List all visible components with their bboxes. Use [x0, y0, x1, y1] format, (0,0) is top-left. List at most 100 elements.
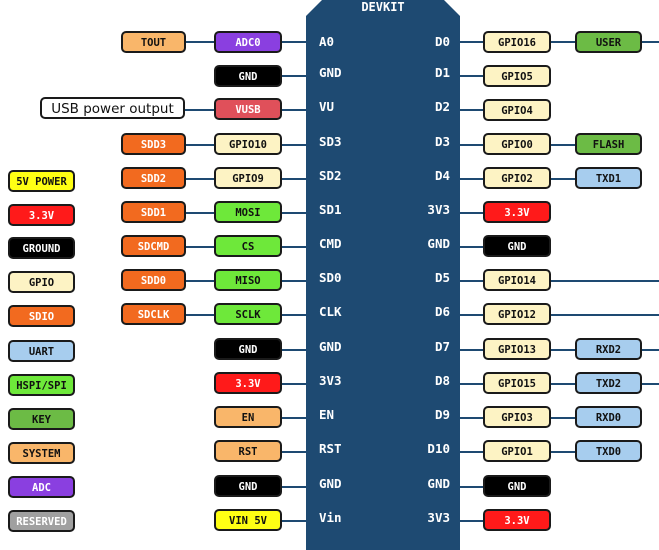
pin-function-gpio13: GPIO13 [483, 338, 551, 360]
board-pin-sd2: SD2 [319, 168, 342, 183]
board-pin-d9: D9 [434, 407, 450, 422]
board-pin-d10: D10 [427, 441, 450, 456]
board-pin-sd1: SD1 [319, 202, 342, 217]
pin-function-mosi: MOSI [214, 201, 282, 223]
pin-function-3v3: 3.3V [214, 372, 282, 394]
connector-line [280, 349, 310, 351]
legend-sdio: SDIO [8, 305, 75, 327]
pin-function-miso: MISO [214, 269, 282, 291]
connector-line [456, 246, 486, 248]
pin-function-gpio5: GPIO5 [483, 65, 551, 87]
board-pin-vin: Vin [319, 510, 342, 525]
pin-function-tout: TOUT [121, 31, 186, 53]
pin-function-gnd: GND [483, 235, 551, 257]
pin-function-flash: FLASH [575, 133, 642, 155]
pin-function-gpio2: GPIO2 [483, 167, 551, 189]
pin-function-3v3: 3.3V [483, 509, 551, 531]
pin-function-sdd3: SDD3 [121, 133, 186, 155]
board-pin-3v3: 3V3 [427, 202, 450, 217]
pin-function-gnd: GND [483, 475, 551, 497]
pin-function-txd2: TXD2 [575, 372, 642, 394]
pin-function-cs: CS [214, 235, 282, 257]
legend-3v3: 3.3V [8, 204, 75, 226]
pin-function-vin-5v: VIN 5V [214, 509, 282, 531]
pin-function-gpio0: GPIO0 [483, 133, 551, 155]
connector-line [456, 75, 486, 77]
board-pin-d7: D7 [434, 339, 450, 354]
board-pin-d3: D3 [434, 134, 450, 149]
legend-system: SYSTEM [8, 442, 75, 464]
connector-line [280, 383, 310, 385]
board-pin-d6: D6 [434, 304, 450, 319]
connector-line [456, 212, 486, 214]
board-pin-gnd: GND [427, 236, 450, 251]
connector-line [456, 314, 659, 316]
pin-function-gpio12: GPIO12 [483, 303, 551, 325]
pin-function-txd0: TXD0 [575, 440, 642, 462]
board-pin-d8: D8 [434, 373, 450, 388]
connector-line [280, 486, 310, 488]
board-pin-a0: A0 [319, 34, 335, 49]
connector-line [456, 383, 659, 385]
connector-line [456, 520, 486, 522]
connector-line [280, 451, 310, 453]
pin-function-gpio10: GPIO10 [214, 133, 282, 155]
pin-function-rxd0: RXD0 [575, 406, 642, 428]
pin-function-sdclk: SDCLK [121, 303, 186, 325]
pin-function-adc0: ADC0 [214, 31, 282, 53]
connector-line [456, 349, 659, 351]
board-pin-d0: D0 [434, 34, 450, 49]
pin-function-vusb: VUSB [214, 98, 282, 120]
connector-line [456, 280, 659, 282]
board-title: DEVKIT [361, 0, 405, 14]
pin-function-sclk: SCLK [214, 303, 282, 325]
pin-function-rst: RST [214, 440, 282, 462]
pin-function-gpio16: GPIO16 [483, 31, 551, 53]
connector-line [280, 520, 310, 522]
connector-line [280, 417, 310, 419]
pin-function-gnd: GND [214, 475, 282, 497]
board-pin-clk: CLK [319, 304, 342, 319]
board-pin-sd0: SD0 [319, 270, 342, 285]
connector-line [280, 75, 310, 77]
board-pin-gnd: GND [319, 339, 342, 354]
board-pin-d4: D4 [434, 168, 450, 183]
board-pin-gnd: GND [319, 476, 342, 491]
connector-line [456, 486, 486, 488]
legend-adc: ADC [8, 476, 75, 498]
pin-function-sdd2: SDD2 [121, 167, 186, 189]
usb-power-output-label: USB power output [40, 97, 185, 119]
pin-function-gpio1: GPIO1 [483, 440, 551, 462]
board-pin-d1: D1 [434, 65, 450, 80]
pin-function-sdd0: SDD0 [121, 269, 186, 291]
pin-function-gpio9: GPIO9 [214, 167, 282, 189]
board-pin-d5: D5 [434, 270, 450, 285]
connector-line [456, 41, 659, 43]
board-pin-cmd: CMD [319, 236, 342, 251]
board-pin-3v3: 3V3 [319, 373, 342, 388]
board-pin-gnd: GND [427, 476, 450, 491]
connector-line [456, 109, 486, 111]
pin-function-3v3: 3.3V [483, 201, 551, 223]
pin-function-gpio3: GPIO3 [483, 406, 551, 428]
devkit-board [306, 0, 460, 550]
pin-function-sdd1: SDD1 [121, 201, 186, 223]
board-pin-sd3: SD3 [319, 134, 342, 149]
legend-reserved: RESERVED [8, 510, 75, 532]
board-pin-en: EN [319, 407, 335, 422]
board-pin-gnd: GND [319, 65, 342, 80]
legend-5v-power: 5V POWER [8, 170, 75, 192]
pin-function-gnd: GND [214, 338, 282, 360]
pin-function-gpio15: GPIO15 [483, 372, 551, 394]
pin-function-gnd: GND [214, 65, 282, 87]
pin-function-en: EN [214, 406, 282, 428]
pin-function-gpio14: GPIO14 [483, 269, 551, 291]
legend-uart: UART [8, 340, 75, 362]
board-pin-rst: RST [319, 441, 342, 456]
board-pin-d2: D2 [434, 99, 450, 114]
pin-function-rxd2: RXD2 [575, 338, 642, 360]
board-pin-vu: VU [319, 99, 335, 114]
legend-key: KEY [8, 408, 75, 430]
legend-ground: GROUND [8, 237, 75, 259]
pin-function-sdcmd: SDCMD [121, 235, 186, 257]
